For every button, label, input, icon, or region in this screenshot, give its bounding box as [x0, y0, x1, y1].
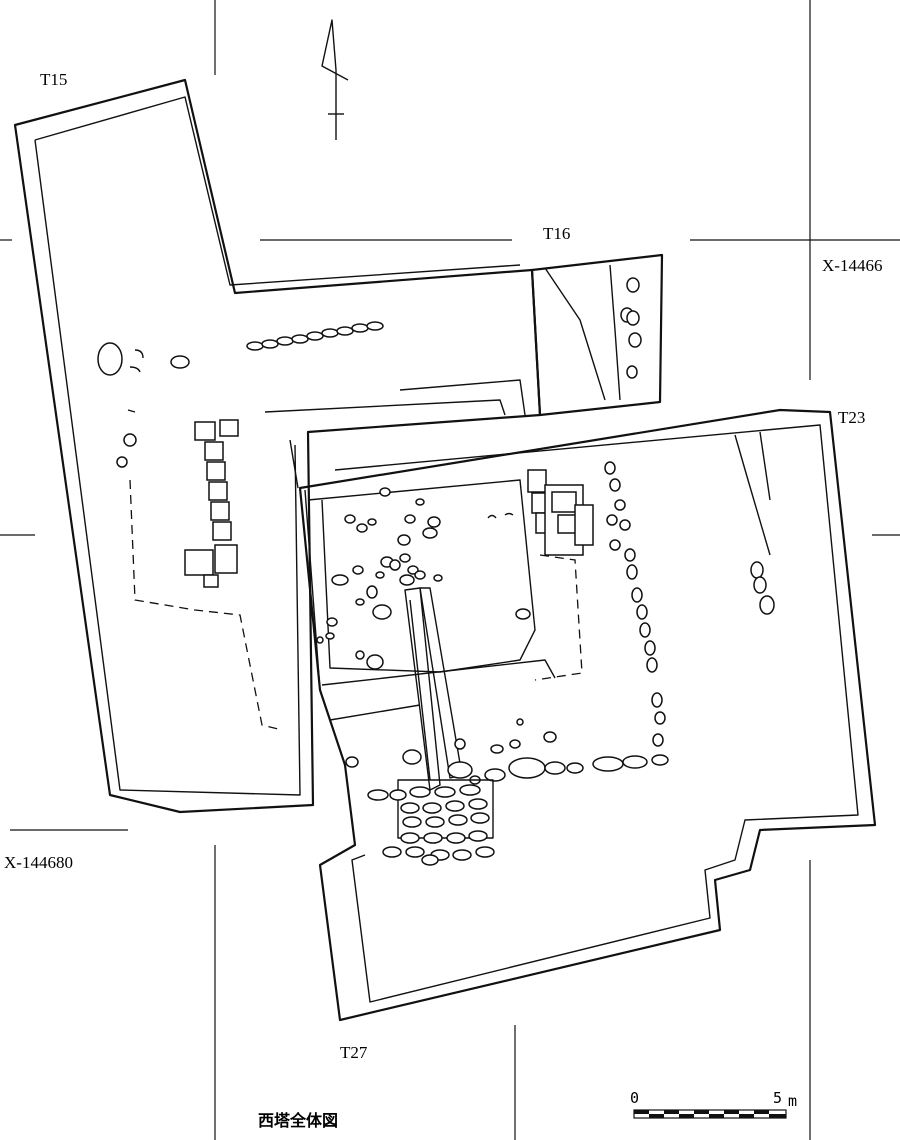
inner-pit-outline — [304, 479, 556, 721]
stone-block-west — [184, 419, 239, 588]
trench-label-t23: T23 — [838, 408, 866, 427]
stones-inner-pit — [316, 487, 531, 670]
figure-caption: 西塔全体図 — [258, 1111, 339, 1130]
trench-t23-outline — [289, 408, 877, 1022]
trench-label-t16: T16 — [543, 224, 571, 243]
grid-label-x-144680: X-144680 — [4, 853, 73, 872]
grid-label-x-14466: X-14466 — [822, 256, 883, 275]
stones-t15-features — [97, 342, 190, 468]
scale-bar-graphic — [633, 1109, 787, 1119]
trench-label-t15: T15 — [40, 70, 68, 89]
stone-row-t15 — [246, 321, 384, 351]
stone-block-east — [527, 469, 594, 556]
trench-label-t27: T27 — [340, 1043, 368, 1062]
north-arrow-icon — [321, 19, 349, 140]
scale-label-unit: m — [788, 1092, 798, 1110]
stones-south-row — [345, 718, 669, 785]
stones-t23-east — [487, 461, 775, 747]
stones-t16 — [620, 277, 642, 379]
trench-t16-outline — [264, 253, 664, 417]
trench-t15-outline — [13, 78, 542, 814]
scale-label-zero: 0 — [630, 1089, 640, 1107]
scale-label-five: 5 — [773, 1089, 783, 1107]
dashed-features — [129, 479, 583, 731]
stone-platform-south — [367, 779, 495, 866]
